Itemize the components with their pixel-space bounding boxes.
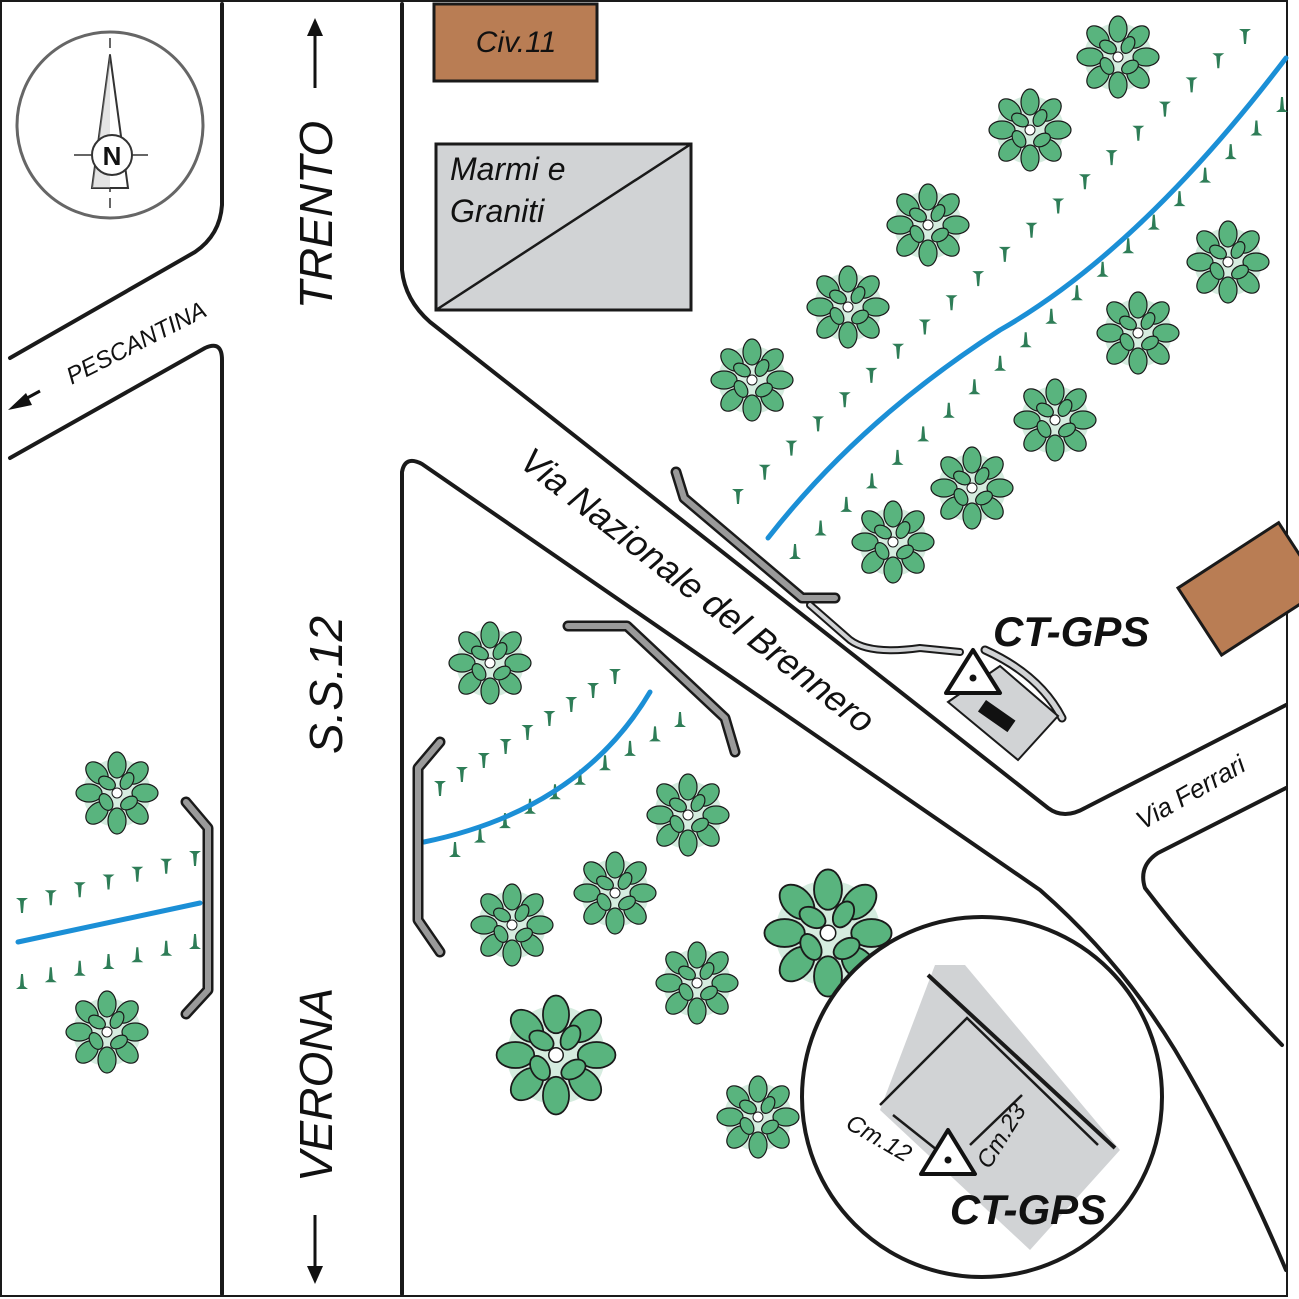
tree-icon (65, 990, 149, 1074)
road-network (8, 2, 1288, 1296)
building-east (1175, 520, 1299, 658)
arrow-up-icon (307, 18, 323, 36)
label-verona: VERONA (290, 988, 342, 1182)
direction-arrows (8, 18, 323, 1284)
ss12-east-edge-top (400, 2, 1288, 816)
compass-north-letter: N (103, 141, 122, 171)
tree-icon (886, 183, 970, 267)
tree-icon (716, 1075, 800, 1159)
stream-center (421, 689, 653, 845)
ss12-east-edge-bottom (400, 458, 1288, 1296)
tree-icon (988, 88, 1072, 172)
walls (180, 466, 841, 1020)
tree-icon (1076, 15, 1160, 99)
ss12-west-edge-top (8, 2, 224, 360)
ss12-west-edge-bottom (8, 343, 224, 1296)
label-marmi-line2: Graniti (450, 193, 545, 229)
tree-icon (470, 883, 554, 967)
tree-icon (1186, 220, 1270, 304)
tree-icon (851, 500, 935, 584)
label-civ11: Civ.11 (476, 26, 557, 59)
tree-icon (655, 941, 739, 1025)
compass-rose: N (15, 30, 205, 220)
tree-icon (1013, 378, 1097, 462)
tree-icon (646, 773, 730, 857)
inset-site-area (880, 965, 1120, 1250)
tree-icon (75, 751, 159, 835)
wall-center-west (415, 739, 443, 955)
gps-station: CT-GPS (806, 601, 1149, 762)
buildings: Civ.11 Marmi e Graniti (432, 2, 1299, 658)
wall-west (183, 799, 211, 1017)
label-ss12: S.S.12 (300, 616, 352, 754)
tree-icon (573, 851, 657, 935)
tree-icon (930, 446, 1014, 530)
via-ferrari-edge (1141, 786, 1288, 1047)
label-marmi-line1: Marmi e (450, 151, 566, 187)
arrow-down-icon (307, 1266, 323, 1284)
tree-icon (495, 994, 617, 1116)
vegetation-strips (15, 29, 1289, 989)
gps-marker-icon (944, 648, 1002, 695)
tree-icon (1096, 291, 1180, 375)
inset-gps-marker-icon (919, 1128, 977, 1176)
inset-label-ct-gps: CT-GPS (950, 1186, 1106, 1233)
label-trento: TRENTO (290, 121, 342, 309)
arrow-left-icon (8, 393, 32, 410)
wall-center (565, 623, 738, 755)
building-civ11 (432, 2, 599, 83)
label-ct-gps: CT-GPS (993, 608, 1149, 655)
inset-detail: Cm.12 Cm.23 CT-GPS (800, 915, 1164, 1279)
tree-icon (806, 265, 890, 349)
wall-northeast (673, 469, 838, 601)
stream-northeast (765, 55, 1289, 541)
tree-icon (710, 338, 794, 422)
tree-icon (448, 621, 532, 705)
stream-west (15, 900, 203, 945)
